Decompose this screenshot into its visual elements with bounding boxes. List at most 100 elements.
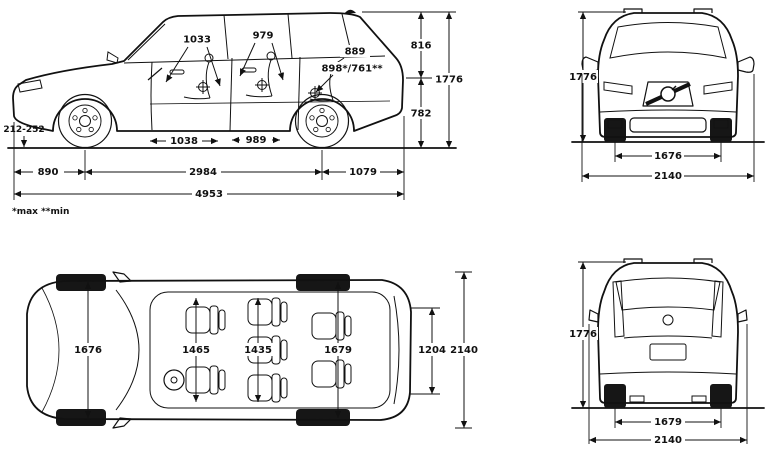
b-pillar — [223, 14, 229, 60]
side-mirror — [106, 51, 119, 64]
mirror-left — [588, 309, 599, 323]
rear-window-arc — [393, 295, 400, 405]
car-body-outline — [12, 12, 404, 132]
front-dim-overall-width: 2140 — [654, 171, 682, 182]
rear-view-panel: 1776 1679 2140 — [569, 258, 765, 446]
windshield — [609, 22, 727, 59]
wheel-rear-left — [296, 274, 350, 291]
exhaust-right — [691, 395, 707, 403]
side-dim-front-overhang: 890 — [38, 167, 59, 178]
c-pillar — [287, 13, 293, 59]
side-car-drawing — [7, 9, 457, 149]
rear-dim-overall-width: 2140 — [654, 435, 682, 446]
steering-wheel — [163, 369, 185, 391]
top-dim-overall-width: 2140 — [450, 345, 478, 356]
floor-line — [149, 100, 391, 105]
grille — [642, 81, 694, 107]
side-dim-ground-clearance: 212-252 — [3, 125, 44, 135]
rear-window — [615, 277, 721, 311]
side-dim-cargo-height: 898*/761** — [321, 64, 383, 75]
car-body-outline — [597, 262, 739, 404]
air-intake — [629, 117, 707, 133]
side-view-panel: 1033 979 889 898*/761** 816 782 1776 212… — [3, 9, 465, 217]
mirror-top — [112, 271, 132, 283]
bumper-line — [599, 371, 737, 375]
front-door-handle — [169, 69, 185, 75]
side-dim-door-rear-top: 979 — [253, 31, 274, 42]
side-dim-liftgate-upper: 816 — [411, 41, 432, 52]
side-dim-cargo-length: 889 — [345, 47, 366, 58]
rear-wheel — [294, 93, 350, 149]
wheel-front-right — [56, 409, 106, 426]
headlight-right — [703, 81, 733, 95]
roof-rail-right — [693, 258, 713, 263]
belt-line — [123, 55, 386, 64]
car-body-outline — [597, 12, 739, 138]
badge-arrow — [671, 85, 677, 91]
bumper-line — [599, 109, 737, 113]
tailgate-line — [623, 335, 713, 339]
front-car-drawing — [571, 8, 765, 143]
front-left-tire — [604, 118, 626, 142]
mirror-left — [581, 56, 599, 73]
volvo-badge — [662, 314, 674, 326]
side-dim-wheelbase: 2984 — [189, 167, 217, 178]
top-dim-load-width: 1204 — [418, 345, 446, 356]
headlight-left — [603, 81, 633, 95]
rear-left-tire — [604, 384, 626, 408]
front-door-cut — [150, 61, 153, 131]
mirror-right — [737, 56, 755, 73]
hood-line — [41, 287, 60, 413]
top-dim-shoulder-front: 1465 — [182, 345, 210, 356]
front-view-panel: 1776 1676 2140 — [569, 8, 765, 182]
taillight-right — [711, 280, 724, 338]
front-dim-overall-height: 1776 — [569, 72, 597, 83]
top-dim-shoulder-rear: 1435 — [244, 345, 272, 356]
roof-rail-left — [623, 258, 643, 263]
mirror-bottom — [112, 417, 132, 429]
side-dim-liftgate-lower: 782 — [411, 109, 432, 120]
side-dim-door-rear-bottom: 989 — [246, 135, 267, 146]
rear-dim-track: 1679 — [654, 417, 682, 428]
reference-point-markers — [196, 78, 322, 100]
rear-dim-overall-height: 1776 — [569, 329, 597, 340]
taillight-left — [612, 280, 625, 338]
windshield-arc — [115, 289, 140, 411]
exhaust-left — [629, 395, 645, 403]
top-view-panel: 1676 1465 1435 1679 1204 2140 — [26, 271, 481, 429]
top-dim-rear-interior: 1679 — [324, 345, 352, 356]
roof-rail-right — [693, 8, 713, 13]
mirror-right — [737, 309, 748, 323]
roof-antenna-fin — [344, 9, 356, 14]
front-wheel — [57, 93, 113, 149]
volvo-badge — [660, 86, 676, 102]
roof-rail-left — [623, 8, 643, 13]
rear-car-drawing — [571, 258, 765, 409]
side-dimensions: 1033 979 889 898*/761** 816 782 1776 212… — [3, 11, 465, 217]
seats-cutaway — [147, 51, 336, 102]
wheel-front-left — [56, 274, 106, 291]
car-body-outline — [26, 279, 412, 421]
top-dimensions: 1676 1465 1435 1679 1204 2140 — [71, 271, 481, 429]
roof-outline — [149, 291, 391, 409]
side-dim-rear-overhang: 1079 — [349, 167, 377, 178]
side-dim-overall-height: 1776 — [435, 75, 463, 86]
headlight — [17, 79, 43, 93]
rear-right-tire — [710, 384, 732, 408]
license-plate — [649, 343, 687, 361]
front-dim-track: 1676 — [654, 151, 682, 162]
top-dim-front-interior: 1676 — [74, 345, 102, 356]
fog-right — [713, 119, 729, 129]
side-dim-door-front-bottom: 1038 — [170, 136, 198, 147]
side-dim-door-front-top: 1033 — [183, 35, 211, 46]
rear-door-handle — [241, 67, 257, 73]
wheel-rear-right — [296, 409, 350, 426]
rear-dimensions: 1776 1679 2140 — [569, 261, 748, 446]
mid-door-cut — [229, 57, 233, 132]
a-pillar — [127, 23, 166, 61]
rear-door-cut — [297, 56, 301, 131]
front-right-tire — [710, 118, 732, 142]
side-dim-overall-length: 4953 — [195, 189, 223, 200]
front-dimensions: 1776 1676 2140 — [569, 11, 755, 182]
